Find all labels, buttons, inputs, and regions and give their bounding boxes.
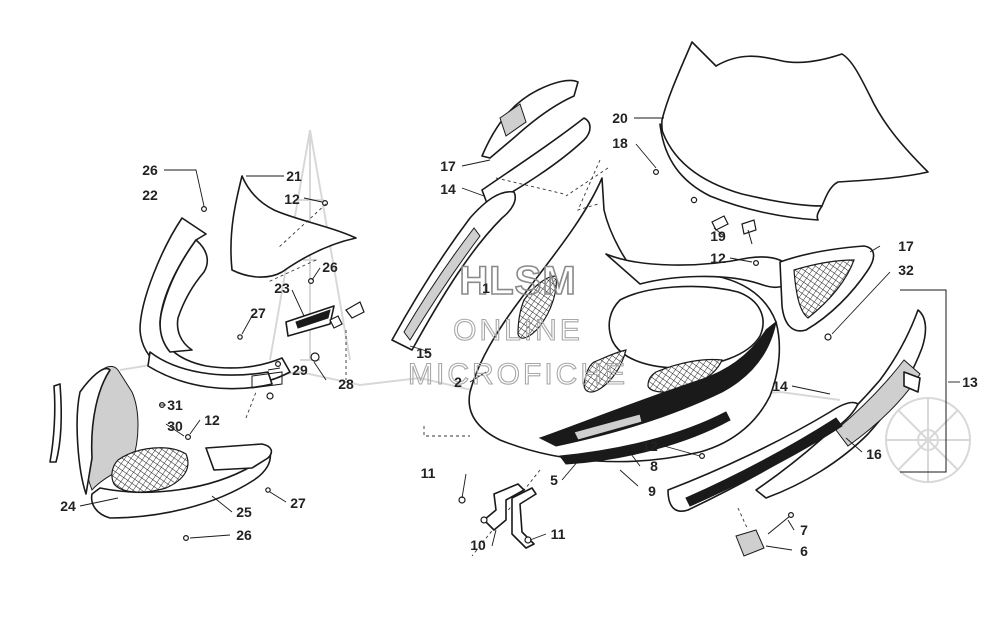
leader-lines [79, 117, 960, 551]
callout-20: 20 [612, 110, 628, 126]
hood-stripe-lower [559, 411, 731, 465]
callout-17: 17 [440, 158, 456, 174]
callout-13: 13 [962, 374, 978, 390]
callout-5: 5 [550, 472, 558, 488]
callout-12: 12 [204, 412, 220, 428]
callout-16: 16 [866, 446, 882, 462]
callout-2: 2 [454, 374, 462, 390]
hood-stripe-graphic [538, 320, 777, 447]
callout-6: 6 [800, 543, 808, 559]
part-25-bumper-side [205, 443, 273, 471]
callout-11: 11 [421, 465, 436, 481]
part-16-side-panel-back [835, 359, 921, 447]
part-25-lower-bumper [90, 451, 272, 519]
part-14-trim-stripe [685, 417, 843, 507]
callout-14: 14 [772, 378, 788, 394]
callout-26: 26 [142, 162, 158, 178]
callout-10: 10 [470, 537, 486, 553]
part-24-trim-strip [49, 383, 62, 463]
hardware-left-upper [201, 200, 365, 400]
callout-23: 23 [274, 280, 290, 296]
hardware-left-lower [159, 402, 271, 541]
part-22-hood-lip [147, 351, 273, 390]
callout-27: 27 [290, 495, 306, 511]
watermark-line-1: HLSM [459, 259, 576, 303]
inner-bracket-front [76, 367, 111, 495]
part-10-bracket-left [483, 483, 525, 531]
part-10-bracket-right [511, 487, 537, 549]
callout-24: 24 [60, 498, 76, 514]
callout-8: 8 [650, 458, 658, 474]
part-14-long-trim [481, 117, 591, 207]
hardware-windshield [652, 169, 759, 267]
part-21-windshield [230, 175, 357, 278]
callout-7: 7 [800, 522, 808, 538]
watermark: HLSM ONLINE MICROFICHE [407, 258, 628, 391]
part-7-bolt [767, 515, 791, 535]
part-13-panel-lip [903, 371, 921, 393]
callout-22: 22 [142, 187, 158, 203]
part-23-vent-stripe [295, 309, 331, 329]
callout-12: 12 [642, 438, 658, 454]
part-13-side-panel [755, 309, 927, 499]
callout-32: 32 [898, 262, 914, 278]
callout-19: 19 [710, 228, 726, 244]
watermark-line-3: MICROFICHE [408, 358, 628, 391]
callout-1: 1 [482, 280, 490, 296]
callout-28: 28 [338, 376, 354, 392]
callout-31: 31 [167, 397, 183, 413]
part-22-hood-inner [159, 239, 209, 353]
watermark-line-2: ONLINE [453, 314, 583, 347]
part-20-windshield-edge [659, 123, 823, 221]
callout-9: 9 [648, 483, 656, 499]
callout-26: 26 [322, 259, 338, 275]
callout-11: 11 [551, 526, 566, 542]
lower-grille-mesh [111, 447, 189, 493]
hardware-32 [824, 333, 832, 341]
callout-14: 14 [440, 181, 456, 197]
part-17-bracket-rib [499, 103, 527, 137]
callout-12: 12 [284, 191, 300, 207]
part-1-hood-windscreen-opening [608, 285, 764, 369]
callout-29: 29 [292, 362, 308, 378]
callout-labels: 26 22 21 12 26 23 27 29 28 31 30 12 24 2… [60, 110, 978, 559]
callout-18: 18 [612, 135, 628, 151]
callout-21: 21 [286, 168, 302, 184]
hood-vent-left [517, 275, 557, 339]
callout-26: 26 [236, 527, 252, 543]
part-15-strip-inner [403, 227, 481, 341]
callout-12: 12 [710, 250, 726, 266]
callout-27: 27 [250, 305, 266, 321]
hood-vent-center [583, 349, 627, 393]
callout-15: 15 [416, 345, 432, 361]
part-17-vent-mesh [793, 259, 855, 319]
callout-17: 17 [898, 238, 914, 254]
part-6-clip [735, 529, 765, 557]
hood-badge [573, 413, 643, 441]
callout-25: 25 [236, 504, 252, 520]
callout-30: 30 [167, 418, 183, 434]
